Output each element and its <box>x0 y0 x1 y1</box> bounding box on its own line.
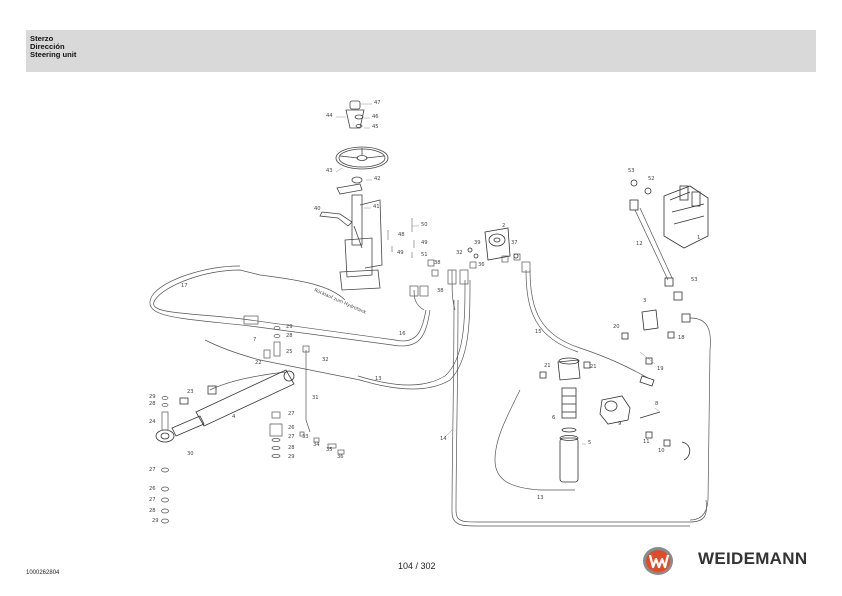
title-spanish: Dirección <box>30 42 65 51</box>
part-label: 28 <box>149 508 156 514</box>
part-label: 48 <box>398 232 405 238</box>
steering-cylinder <box>155 369 295 443</box>
steering-column-assembly <box>319 100 389 291</box>
part-label: 8 <box>655 401 658 407</box>
part-label: 28 <box>286 333 293 339</box>
part-label: 40 <box>314 206 321 212</box>
part-label: 26 <box>288 425 295 431</box>
part-label: 38 <box>437 288 444 294</box>
part-label: 29 <box>152 518 159 524</box>
part-label: 41 <box>373 204 380 210</box>
weidemann-logo-icon <box>643 547 673 575</box>
part-label: 49 <box>421 240 428 246</box>
part-label: 36 <box>478 262 485 268</box>
steering-wheel <box>335 146 389 170</box>
part-label: 52 <box>648 176 655 182</box>
part-label: 12 <box>636 241 643 247</box>
part-label: 10 <box>658 448 665 454</box>
priority-valve <box>621 291 691 387</box>
part-label: 43 <box>326 168 333 174</box>
filter-assembly <box>539 357 591 483</box>
part-label: 49 <box>397 250 404 256</box>
part-label: 39 <box>474 240 481 246</box>
part-label: 31 <box>312 395 319 401</box>
part-label: 24 <box>149 419 156 425</box>
part-label: 5 <box>588 440 591 446</box>
part-label: 38 <box>434 260 441 266</box>
part-label: 9 <box>618 421 621 427</box>
part-label: 53 <box>691 277 698 283</box>
hydraulic-pump <box>599 395 691 461</box>
small-parts <box>161 253 531 524</box>
part-label: 25 <box>286 349 293 355</box>
part-label: 21 <box>544 363 551 369</box>
part-label: 53 <box>628 168 635 174</box>
part-label: 37 <box>511 240 518 246</box>
part-label: 51 <box>421 252 428 258</box>
part-label: 21 <box>590 364 597 370</box>
part-label: 47 <box>374 100 381 106</box>
part-label: 1 <box>697 235 700 241</box>
column-fasteners <box>387 218 415 258</box>
part-label: 27 <box>149 467 156 473</box>
part-label: 28 <box>149 401 156 407</box>
part-label: 3 <box>643 298 646 304</box>
part-label: 42 <box>374 176 381 182</box>
part-label: 32 <box>456 250 463 256</box>
part-label: 4 <box>232 414 236 420</box>
part-label: 27 <box>288 434 295 440</box>
part-label: 29 <box>286 324 293 330</box>
header-bar: Sterzo Dirección Steering unit <box>26 30 816 72</box>
part-label: 29 <box>149 394 156 400</box>
part-label: 27 <box>288 411 295 417</box>
return-to-tank-label: Rücklauf zum Hydrotank <box>313 287 367 316</box>
control-valve-block <box>629 179 709 287</box>
page-number: 104 / 302 <box>398 561 436 571</box>
part-label: 11 <box>643 439 650 445</box>
part-label: 19 <box>657 366 664 372</box>
part-label: 18 <box>678 335 685 341</box>
part-label: 2 <box>502 223 505 229</box>
part-label: 17 <box>181 283 188 289</box>
part-label: 13 <box>375 376 382 382</box>
brand-wordmark: WEIDEMANN <box>698 549 808 568</box>
title-italian: Sterzo <box>30 34 54 43</box>
part-label: 13 <box>537 495 544 501</box>
part-label: 34 <box>313 442 320 448</box>
part-label: 7 <box>253 337 256 343</box>
svg-text:Rücklauf zum Hydrotank: Rücklauf zum Hydrotank <box>313 287 367 316</box>
part-label: 22 <box>255 360 262 366</box>
part-label: 36 <box>337 454 344 460</box>
part-label: 30 <box>187 451 194 457</box>
steering-valve <box>467 227 519 261</box>
part-label: 16 <box>399 331 406 337</box>
part-label: 26 <box>149 486 156 492</box>
part-label: 35 <box>326 447 333 453</box>
part-label: 29 <box>288 454 295 460</box>
title-english: Steering unit <box>30 50 77 59</box>
part-label: 50 <box>421 222 428 228</box>
part-label: 20 <box>613 324 620 330</box>
part-label: 15 <box>535 329 542 335</box>
part-label: 23 <box>187 389 194 395</box>
hose-routing <box>149 207 711 527</box>
part-label: 6 <box>552 415 555 421</box>
part-label: 33 <box>302 434 309 440</box>
part-label: 44 <box>326 113 333 119</box>
part-label: 14 <box>440 436 447 442</box>
part-label: 46 <box>372 114 379 120</box>
part-label: 45 <box>372 124 379 130</box>
part-label: 27 <box>149 497 156 503</box>
part-label: 32 <box>322 357 329 363</box>
document-number: 1000262804 <box>26 570 60 576</box>
leader-lines <box>335 103 661 445</box>
part-label: 28 <box>288 445 295 451</box>
